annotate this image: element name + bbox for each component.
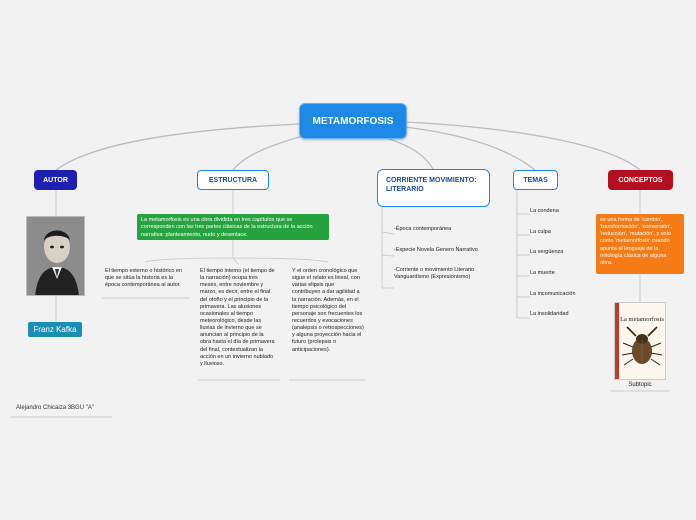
tema-item-verguenza[interactable]: La vergüenza [530,249,564,255]
estructura-detail-tiempo-interno[interactable]: El tiempo interno (el tiempo de la narra… [200,268,275,367]
subtopic-label[interactable]: Subtopic [628,382,652,388]
link-root-corriente [379,135,434,170]
link-box-details [144,240,329,265]
link-root-temas [404,126,536,171]
book-cover-illustration: La metamorfosis [615,303,665,379]
link-root-autor [55,123,301,171]
link-temas-items [516,190,530,319]
corriente-item-especie[interactable]: -Especie Novela Genero Narrativo [394,247,478,253]
tema-item-culpa[interactable]: La culpa [530,229,551,235]
topic-temas[interactable]: TEMAS [513,170,558,190]
estructura-summary-box[interactable]: La metamorfosis es una obra dividida en … [137,214,329,240]
franz-kafka-tag[interactable]: Franz Kafka [28,322,82,337]
tema-item-muerte[interactable]: La muerte [530,270,555,276]
link-root-estructura [232,133,311,171]
link-corriente-items [381,207,395,289]
tema-item-condena[interactable]: La condena [530,208,559,214]
topic-autor[interactable]: AUTOR [34,170,77,190]
tema-item-incomunicacion[interactable]: La incomunicación [530,291,576,297]
estructura-detail-tiempo-externo[interactable]: El tiempo externo o histórico en que se … [105,268,183,289]
portrait-illustration [27,217,84,295]
author-credit-note[interactable]: Alejandro Chicaiza 3BGU "A" [16,405,94,411]
estructura-detail-orden-cronologico[interactable]: Y el orden cronológico que sigue el rela… [292,268,364,353]
conceptos-definition-box[interactable]: es una forma de 'cambio', 'transformació… [596,214,684,274]
corriente-item-movimiento[interactable]: -Corriente o movimiento Literario Vangua… [394,267,475,281]
book-title-text: La metamorfosis [620,316,664,323]
link-root-conceptos [405,121,641,171]
root-node-metamorfosis[interactable]: METAMORFOSIS [299,103,407,139]
corriente-item-epoca[interactable]: -Época contemporánea [394,226,452,232]
topic-estructura[interactable]: ESTRUCTURA [197,170,269,190]
topic-corriente[interactable]: CORRIENTE MOVIMIENTO: LITERARIO [377,169,490,207]
topic-conceptos[interactable]: CONCEPTOS [608,170,673,190]
book-cover-image[interactable]: La metamorfosis [614,302,666,380]
tema-item-insolidaridad[interactable]: La insolidaridad [530,311,569,317]
kafka-portrait-image[interactable] [26,216,85,296]
